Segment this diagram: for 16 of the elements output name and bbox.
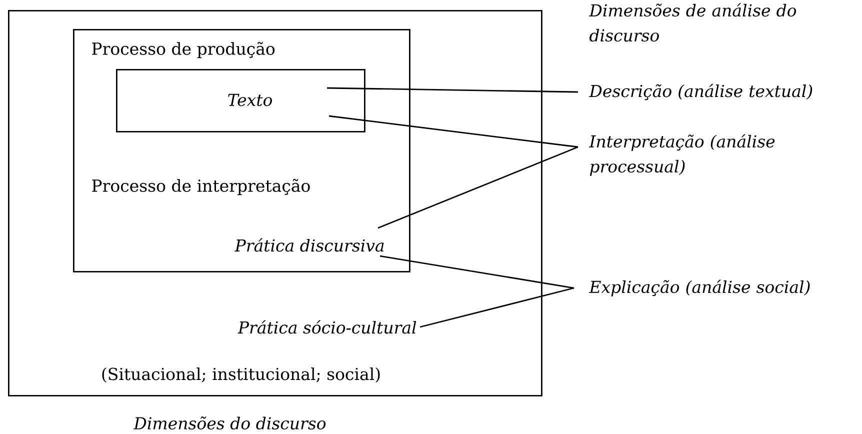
heading-label: Dimensões de análise do discurso — [588, 3, 796, 42]
leader-line — [378, 146, 578, 229]
leader-line — [420, 287, 574, 328]
box-text: Prática discursiva — [234, 238, 384, 252]
leader-line — [327, 87, 578, 93]
box-text: Texto — [228, 94, 272, 106]
caption: Dimensões do discurso — [133, 416, 326, 430]
dimension-label: Explicação (análise social) — [588, 280, 810, 296]
box-text: Prática sócio-cultural — [238, 320, 416, 334]
dimension-label: Descrição (análise textual) — [588, 84, 812, 100]
dimension-label: Interpretação (análise processual) — [588, 134, 775, 176]
leader-line — [328, 115, 578, 148]
leader-line — [380, 255, 574, 289]
box-text: (Situacional; institucional; social) — [102, 367, 380, 383]
box-text: Processo de interpretação — [92, 178, 310, 196]
box-text: Processo de produção — [92, 42, 275, 58]
